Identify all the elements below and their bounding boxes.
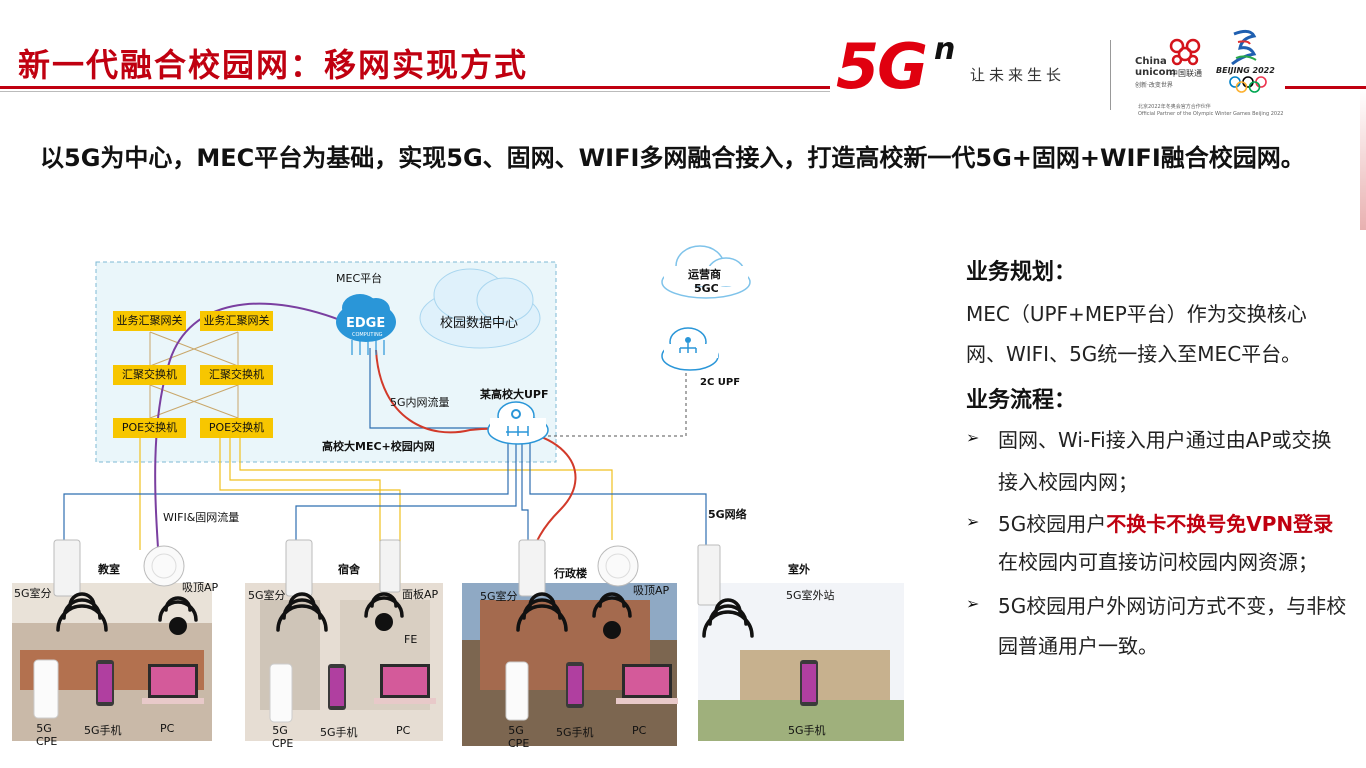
page-title: 新一代融合校园网：移网实现方式 (18, 46, 529, 84)
5g-indoor-units (53, 539, 721, 606)
classroom-pc: PC (160, 722, 175, 735)
ceiling-ap-units (143, 545, 639, 587)
purple-flow-line (154, 302, 341, 549)
admin-ceiling-ap: 吸顶AP (633, 584, 670, 597)
bullet-marker-1: ➢ (966, 428, 980, 447)
unicom-knot-icon (1169, 38, 1201, 66)
bullet3-line2: 园普通用户一致。 (998, 634, 1158, 658)
classroom-ceiling-ap: 吸顶AP (182, 581, 219, 594)
unicom-slogan: 创新·改变世界 (1135, 82, 1173, 89)
mec-campus-label: 高校大MEC+校园内网 (322, 440, 435, 453)
title-underline (0, 86, 830, 89)
campus-dc-label: 校园数据中心 (440, 316, 519, 331)
dorm-panel-ap: 面板AP (402, 588, 439, 601)
carrier-5gc-cloud (661, 245, 751, 299)
admin-pc: PC (632, 724, 647, 737)
poe-switch-2: POE交换机 (200, 418, 273, 438)
bullet-marker-3: ➢ (966, 594, 980, 613)
outdoor-5g-station: 5G室外站 (786, 589, 835, 602)
wifi-flow-label: WIFI&固网流量 (163, 511, 240, 524)
bullet1-line1: 固网、Wi-Fi接入用户通过由AP或交换 (998, 428, 1332, 452)
classroom-phone: 5G手机 (84, 724, 122, 737)
logo-5g: 5G (836, 30, 928, 103)
dorm-phone: 5G手机 (320, 726, 358, 739)
zone-outdoor-name: 室外 (788, 563, 810, 576)
bullet2-highlight: 不换卡不换号免VPN登录 (1106, 512, 1334, 536)
olympic-partner-text: 北京2022年冬奥会官方合作伙伴 Official Partner of the… (1138, 104, 1283, 117)
bullet2-line2: 在校园内可直接访问校园内网资源； (998, 550, 1318, 574)
title-underline-right (1285, 86, 1366, 89)
edge-computing-cloud (336, 294, 396, 355)
flow-heading: 业务流程： (966, 388, 1077, 413)
olympic-rings-icon (1229, 76, 1267, 93)
campus-upf-cloud (487, 401, 549, 445)
right-edge-accent (1360, 90, 1366, 230)
5g-network-lines (63, 348, 707, 545)
classroom-cpe: 5G CPE (36, 722, 58, 748)
network-diagram (12, 245, 904, 746)
outdoor-phone: 5G手机 (788, 724, 826, 737)
logo-5g-n: n (934, 32, 956, 67)
carrier-label: 运营商 (688, 268, 721, 281)
unicom-cn: 中国联通 (1170, 69, 1202, 78)
plan-heading: 业务规划： (966, 260, 1077, 285)
service-gateway-1: 业务汇聚网关 (113, 311, 186, 331)
signal-icons (56, 592, 754, 638)
admin-phone: 5G手机 (556, 726, 594, 739)
admin-cpe: 5G CPE (508, 724, 530, 750)
5g-network-label: 5G网络 (708, 508, 747, 521)
service-gateway-2: 业务汇聚网关 (200, 311, 273, 331)
internal-flow-label: 5G内网流量 (390, 396, 450, 409)
beijing-2022-label: BEIJING 2022 (1216, 66, 1275, 75)
aggregation-switch-1: 汇聚交换机 (113, 365, 186, 385)
bullet3-line1: 5G校园用户外网访问方式不变，与非校 (998, 594, 1347, 618)
mec-platform-label: MEC平台 (336, 272, 383, 285)
2c-upf-label: 2C UPF (700, 377, 741, 388)
plan-line2: 网、WIFI、5G统一接入至MEC平台。 (966, 342, 1302, 366)
partner-cn: 北京2022年冬奥会官方合作伙伴 (1138, 104, 1211, 110)
zone-dorm-name: 宿舍 (338, 563, 360, 576)
bullet-marker-2: ➢ (966, 512, 980, 531)
campus-upf-label: 某高校大UPF (480, 388, 549, 401)
classroom-5g-indoor: 5G室分 (14, 587, 52, 600)
zone-classroom-name: 教室 (98, 563, 120, 576)
poe-switch-1: POE交换机 (113, 418, 186, 438)
wifi6-badges (169, 613, 621, 639)
dorm-5g-indoor: 5G室分 (248, 589, 286, 602)
beijing-2022-emblem-icon (1231, 29, 1257, 66)
bullet2-pre: 5G校园用户 (998, 512, 1107, 536)
dorm-pc: PC (396, 724, 411, 737)
bullet1-line2: 接入校园内网； (998, 470, 1138, 494)
logo-separator (1110, 40, 1111, 110)
admin-5g-indoor: 5G室分 (480, 590, 518, 603)
zone-admin-name: 行政楼 (554, 567, 587, 580)
carrier-5gc-label: 5GC (694, 282, 719, 295)
terminal-devices (33, 659, 818, 723)
upf-dashed-link (548, 370, 687, 437)
switch-interconnect (149, 331, 239, 419)
subtitle: 以5G为中心，MEC平台为基础，实现5G、固网、WIFI多网融合接入，打造高校新… (40, 144, 1305, 172)
plan-line1: MEC（UPF+MEP平台）作为交换核心 (966, 302, 1307, 326)
bullet2-line1: 5G校园用户不换卡不换号免VPN登录 (998, 508, 1333, 537)
dorm-fe: FE (404, 633, 418, 646)
title-underline-gray (0, 91, 830, 92)
2c-upf-cloud (661, 327, 719, 371)
dorm-cpe: 5G CPE (272, 724, 294, 750)
edge-sub-label: COMPUTING (352, 332, 383, 338)
logo-slogan: 让未来生长 (970, 66, 1066, 84)
aggregation-switch-2: 汇聚交换机 (200, 365, 273, 385)
partner-en: Official Partner of the Olympic Winter G… (1138, 110, 1284, 117)
edge-label: EDGE (346, 316, 386, 331)
unicom-brand: China unicom (1135, 56, 1183, 78)
unicom-en: China unicom (1135, 56, 1176, 78)
campus-dc-cloud (419, 268, 541, 349)
